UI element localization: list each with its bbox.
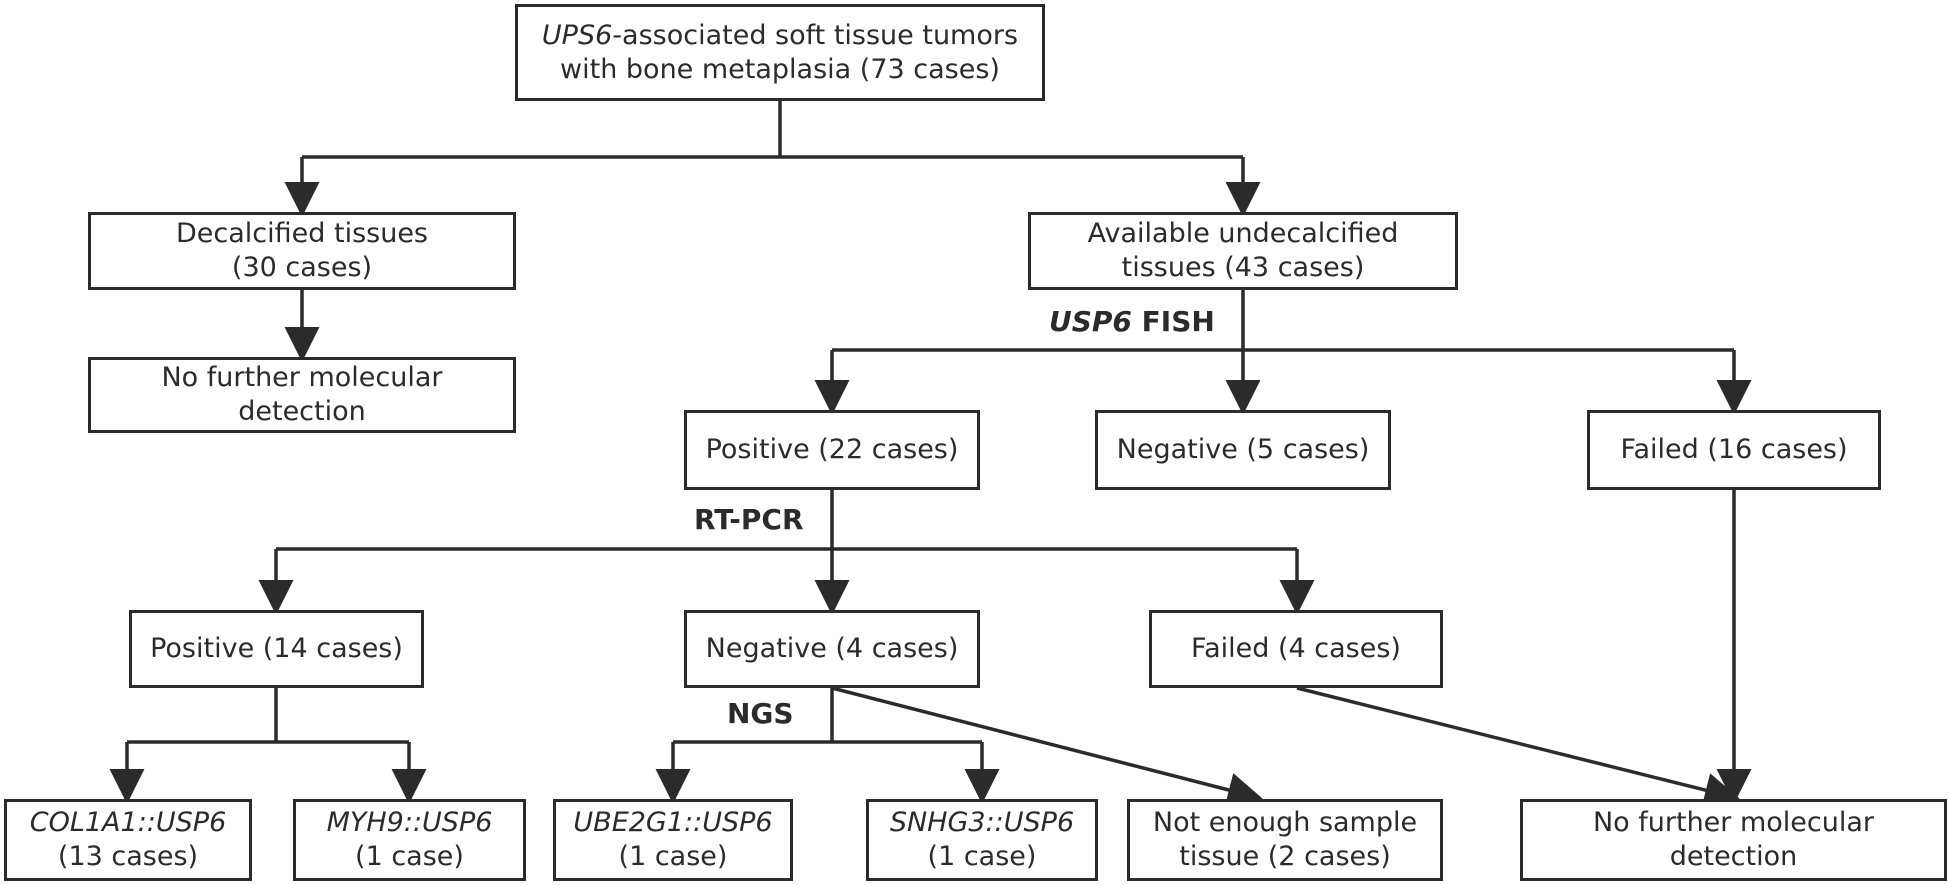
pcr-negative-text: Negative (4 cases) [705, 633, 959, 664]
fish-failed-text: Failed (16 cases) [1620, 434, 1848, 465]
root-gene-name: UPS6 [541, 19, 613, 51]
ube2g1-fusion-name: UBE2G1::USP6 [573, 807, 773, 838]
undecalcified-line2: tissues (43 cases) [1121, 252, 1365, 283]
fish-negative-text: Negative (5 cases) [1116, 434, 1370, 465]
decalcified-no-further-line1: No further molecular [161, 362, 443, 393]
arrow-pcr-failed-to-final [1296, 686, 1740, 808]
myh9-fusion-count: (1 case) [355, 841, 464, 872]
col1a1-fusion-name: COL1A1::USP6 [29, 807, 227, 838]
pcr-failed-node: Failed (4 cases) [1149, 610, 1443, 688]
not-enough-sample-node: Not enough sample tissue (2 cases) [1127, 799, 1443, 881]
fish-failed-node: Failed (16 cases) [1587, 410, 1881, 490]
fish-label-gene: USP6 [1049, 305, 1132, 338]
root-node-line1: UPS6-associated soft tissue tumors [542, 19, 1018, 53]
ube2g1-fusion-count: (1 case) [618, 841, 728, 872]
rtpcr-label: RT-PCR [694, 503, 804, 536]
ngs-label: NGS [727, 697, 794, 730]
arrow-to-not-enough [831, 686, 1263, 807]
not-enough-sample-line1: Not enough sample [1152, 807, 1418, 838]
undecalcified-node: Available undecalcified tissues (43 case… [1028, 212, 1458, 290]
root-node-line2: with bone metaplasia (73 cases) [560, 53, 1000, 85]
root-node: UPS6-associated soft tissue tumors with … [515, 4, 1045, 101]
pcr-negative-node: Negative (4 cases) [684, 610, 980, 688]
fish-positive-node: Positive (22 cases) [684, 410, 980, 490]
final-no-further-line1: No further molecular [1592, 807, 1875, 838]
undecalcified-line1: Available undecalcified [1087, 218, 1399, 249]
pcr-positive-node: Positive (14 cases) [129, 610, 424, 688]
decalcified-no-further-node: No further molecular detection [88, 357, 516, 433]
snhg3-fusion-name: SNHG3::USP6 [889, 807, 1075, 838]
decalcified-node: Decalcified tissues (30 cases) [88, 212, 516, 290]
fish-label: USP6 FISH [1049, 305, 1215, 338]
myh9-fusion-name: MYH9::USP6 [326, 807, 493, 838]
fish-negative-node: Negative (5 cases) [1095, 410, 1391, 490]
fish-positive-text: Positive (22 cases) [705, 434, 959, 465]
myh9-fusion-node: MYH9::USP6 (1 case) [293, 799, 526, 881]
col1a1-fusion-node: COL1A1::USP6 (13 cases) [4, 799, 252, 881]
final-no-further-node: No further molecular detection [1520, 799, 1947, 881]
fish-label-method: FISH [1131, 305, 1215, 338]
final-no-further-line2: detection [1669, 841, 1798, 872]
decalcified-no-further-line2: detection [238, 396, 366, 427]
pcr-positive-text: Positive (14 cases) [150, 633, 403, 664]
pcr-failed-text: Failed (4 cases) [1191, 633, 1401, 664]
col1a1-fusion-count: (13 cases) [57, 841, 199, 872]
not-enough-sample-line2: tissue (2 cases) [1179, 841, 1391, 872]
decalcified-line2: (30 cases) [231, 252, 373, 283]
root-node-line1-text: -associated soft tissue tumors [612, 19, 1019, 51]
decalcified-line1: Decalcified tissues [176, 218, 428, 249]
snhg3-fusion-node: SNHG3::USP6 (1 case) [866, 799, 1098, 881]
snhg3-fusion-count: (1 case) [927, 841, 1037, 872]
ube2g1-fusion-node: UBE2G1::USP6 (1 case) [553, 799, 793, 881]
